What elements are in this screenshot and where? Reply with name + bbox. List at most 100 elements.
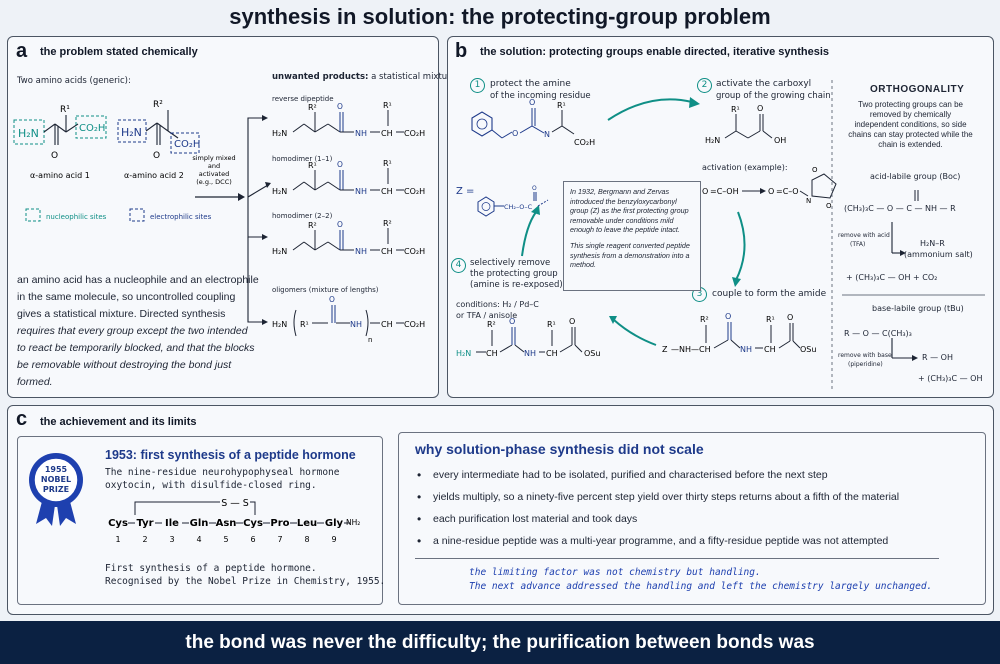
svg-text:R²: R² <box>308 221 317 230</box>
svg-text:CO₂H: CO₂H <box>404 247 425 256</box>
amino-acid-structures: H₂N R¹ O CO₂H α-amino acid 1 H₂N R² O CO… <box>13 100 271 325</box>
aa2-o: O <box>153 151 160 161</box>
panel-c-title: the achievement and its limits <box>40 416 197 428</box>
legend-nucleophile: nucleophilic sites <box>46 213 107 221</box>
oxytocin-box <box>17 436 383 605</box>
alcohol-product: R — OH <box>922 353 953 362</box>
residue-7: Pro <box>270 518 289 529</box>
residue-6: Cys <box>243 518 263 529</box>
svg-text:H₂N: H₂N <box>705 136 720 145</box>
panel-a-paragraph: an amino acid has a nucleophile and an e… <box>17 272 265 391</box>
svg-text:R¹: R¹ <box>731 105 740 114</box>
reverse-dipeptide: H₂N R² O NH CH R¹ CO₂H <box>272 101 425 138</box>
oxytocin-description: The nine-residue neurohypophyseal hormon… <box>105 466 340 492</box>
bergmann-zervas-note: In 1932, Bergmann and Zervas introduced … <box>563 181 701 291</box>
svg-text:O: O <box>826 202 832 210</box>
mix-label-2: and <box>208 162 220 170</box>
why-conclusion: the limiting factor was not chemistry bu… <box>469 566 932 594</box>
svg-text:CH: CH <box>764 345 776 354</box>
why-item-1: every intermediate had to be isolated, p… <box>415 468 899 491</box>
conditions-line-1: conditions: H₂ / Pd–C <box>456 300 539 309</box>
svg-text:R²: R² <box>383 219 392 228</box>
unwanted-bold: unwanted products: <box>272 72 369 82</box>
protecting-group-cycle: O O N R¹ CO₂H H₂N R¹ O OH O =C–OH O =C–O <box>456 80 985 392</box>
svg-text:R¹: R¹ <box>383 101 392 110</box>
electrophile-box-2 <box>170 132 200 154</box>
svg-text:O: O <box>569 317 575 326</box>
aa2-h2n: H₂N <box>121 126 142 139</box>
conclusion-line-1: the limiting factor was not chemistry bu… <box>469 567 761 578</box>
nobel-badge-icon: 1955 NOBEL PRIZE <box>29 453 83 526</box>
base-condition-1: remove with base <box>838 352 892 359</box>
unwanted-rest: a statistical mixture <box>368 72 456 82</box>
svg-text:CH: CH <box>699 345 711 354</box>
panel-c-letter: c <box>16 408 28 430</box>
svg-text:O: O <box>702 187 708 196</box>
acid-condition-2: (TFA) <box>850 241 866 248</box>
svg-text:CO₂H: CO₂H <box>404 187 425 196</box>
aa2-label: α-amino acid 2 <box>124 171 184 180</box>
oligomers-label: oligomers (mixture of lengths) <box>272 286 379 294</box>
why-divider <box>415 558 939 559</box>
svg-text:O: O <box>509 317 515 326</box>
svg-text:O: O <box>725 312 731 321</box>
panel-b-title: the solution: protecting groups enable d… <box>480 46 830 58</box>
oxytocin-foot-1: First synthesis of a peptide hormone. <box>105 563 317 574</box>
svg-text:OSu: OSu <box>584 349 600 358</box>
boc-byproducts: + (CH₃)₃C — OH + CO₂ <box>846 273 938 282</box>
homodimer-22: H₂N R² O NH CH R² CO₂H <box>272 219 425 256</box>
residue-position-9: 9 <box>331 535 336 544</box>
para-line-4: requires that every group except the two… <box>17 325 248 337</box>
svg-text:=C–OH: =C–OH <box>710 187 739 196</box>
svg-text:CO₂H: CO₂H <box>404 129 425 138</box>
orthogonality-title: ORTHOGONALITY <box>870 84 965 95</box>
oxytocin-desc-2: oxytocin, with disulfide-closed ring. <box>105 480 317 491</box>
aa1-h2n: H₂N <box>18 127 39 140</box>
svg-text:R¹: R¹ <box>547 320 556 329</box>
z-protected-amino-acid: O O N R¹ CO₂H <box>471 98 595 147</box>
homodimer-11-label: homodimer (1–1) <box>272 155 333 163</box>
svg-text:O: O <box>529 98 535 107</box>
svg-text:O: O <box>512 129 518 138</box>
panel-a-letter: a <box>16 40 28 62</box>
oligomer: H₂N R¹ O NH n CH CO₂H <box>272 295 425 344</box>
svg-text:CH₂–O–C: CH₂–O–C <box>504 203 533 211</box>
residue-position-5: 5 <box>223 535 228 544</box>
acid-condition-1: remove with acid <box>838 232 890 239</box>
orthogonality-description: Two protecting groups can be removed by … <box>848 100 973 149</box>
svg-text:NH: NH <box>740 345 752 354</box>
panel-a <box>7 36 439 398</box>
svg-text:Z =: Z = <box>456 186 474 197</box>
svg-text:R¹: R¹ <box>766 315 775 324</box>
aa1-co2h: CO₂H <box>79 123 105 134</box>
aa1-o: O <box>51 151 58 161</box>
bottom-banner: the bond was never the difficulty; the p… <box>0 621 1000 664</box>
legend-electrophile-swatch <box>129 208 145 222</box>
svg-text:R²: R² <box>487 320 496 329</box>
residue-3: Ile <box>165 518 179 529</box>
para-line-1: an amino acid has a nucleophile and an e… <box>17 274 259 286</box>
step-4-line-1: selectively remove <box>470 258 551 268</box>
tbu-byproduct: + (CH₃)₃C — OH <box>918 374 983 383</box>
aa2-co2h: CO₂H <box>174 139 200 150</box>
svg-text:O: O <box>812 166 818 174</box>
step-2-number: 2 <box>697 78 712 93</box>
step-4-line-3: (amine is re-exposed) <box>470 280 563 290</box>
svg-text:NH: NH <box>355 247 367 256</box>
residue-position-6: 6 <box>250 535 255 544</box>
legend-electrophile: electrophilic sites <box>150 213 212 221</box>
aa2-r2: R² <box>153 100 163 110</box>
svg-text:R¹: R¹ <box>300 320 309 329</box>
svg-text:N: N <box>806 197 811 205</box>
ammonium-salt: (ammonium salt) <box>904 250 973 259</box>
svg-text:H₂N: H₂N <box>272 129 287 138</box>
residue-position-8: 8 <box>304 535 309 544</box>
why-title: why solution-phase synthesis did not sca… <box>415 441 704 457</box>
c-terminal-nh2: NH₂ <box>346 518 360 527</box>
svg-text:R²: R² <box>308 103 317 112</box>
panel-a-title: the problem stated chemically <box>40 46 198 58</box>
svg-text:R¹: R¹ <box>308 161 317 170</box>
svg-text:CH: CH <box>381 320 393 329</box>
step-4-number: 4 <box>451 258 466 273</box>
nobel-year: 1955 <box>45 465 68 474</box>
